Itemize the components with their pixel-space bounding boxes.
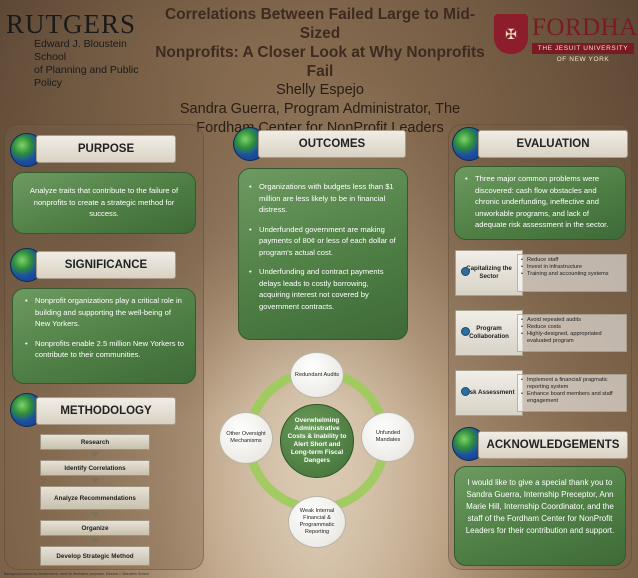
flow-step: Organize [40, 520, 150, 536]
poster-title-line-2: Nonprofits: A Closer Look at Why Nonprof… [155, 44, 485, 80]
cycle-node-right: Unfunded Mandates [361, 412, 415, 462]
title-block: Correlations Between Failed Large to Mid… [150, 5, 490, 138]
evaluation-item: Invest in infrastructure [521, 264, 623, 271]
evaluation-item: Enhance board members and staff engageme… [521, 391, 623, 405]
outcomes-bullet: Underfunded government are making paymen… [247, 224, 399, 259]
outcomes-box: Organizations with budgets less than $1 … [238, 168, 408, 340]
evaluation-row-items: Reduce staff Invest in infrastructure Tr… [517, 254, 627, 292]
rutgers-wordmark: RUTGERS [6, 9, 137, 39]
bullet-dot-icon [461, 387, 470, 396]
purpose-box: Analyze traits that contribute to the fa… [12, 172, 196, 234]
advisor-line-1: Sandra Guerra, Program Administrator, Th… [179, 101, 461, 117]
footer-note: Background photo by Shutterstock, used f… [4, 572, 149, 576]
fordham-wordmark: FORDHAM [532, 14, 638, 41]
evaluation-item: Avoid repeated audits [521, 317, 623, 324]
evaluation-item: Implement a financial/ pragmatic reporti… [521, 377, 623, 391]
evaluation-item: Highly-designed, appropriated evaluated … [521, 331, 623, 345]
author-name: Shelly Espejo [276, 82, 364, 98]
outcomes-bullet: Underfunding and contract payments delay… [247, 266, 399, 312]
evaluation-row-items: Avoid repeated audits Reduce costs Highl… [517, 314, 627, 352]
bullet-dot-icon [461, 327, 470, 336]
significance-box: Nonprofit organizations play a critical … [12, 288, 196, 384]
evaluation-text: Three major common problems were discove… [463, 173, 617, 231]
outcomes-heading: OUTCOMES [258, 130, 406, 158]
outcomes-bullet: Organizations with budgets less than $1 … [247, 181, 399, 216]
purpose-heading: PURPOSE [36, 135, 176, 163]
rutgers-school-line-1: Edward J. Bloustein School [34, 38, 127, 63]
poster-header: RUTGERS Edward J. Bloustein School of Pl… [0, 0, 638, 136]
significance-bullet: Nonprofit organizations play a critical … [23, 295, 185, 330]
down-arrow-icon [91, 478, 99, 484]
evaluation-item: Reduce costs [521, 324, 623, 331]
flow-step: Develop Strategic Method [40, 546, 150, 566]
evaluation-item: Training and accounting systems [521, 271, 623, 278]
rutgers-school-line-2: of Planning and Public Policy [34, 64, 139, 89]
methodology-heading: METHODOLOGY [36, 397, 176, 425]
evaluation-row-items: Implement a financial/ pragmatic reporti… [517, 374, 627, 412]
flow-step: Research [40, 434, 150, 450]
down-arrow-icon [91, 512, 99, 518]
evaluation-heading: EVALUATION [478, 130, 628, 158]
flow-step: Identify Correlations [40, 460, 150, 476]
acknowledgements-box: I would like to give a special thank you… [454, 466, 626, 566]
evaluation-row: Risk Assessment Implement a financial/ p… [455, 370, 627, 416]
evaluation-row: Capitalizing the Sector Reduce staff Inv… [455, 250, 627, 296]
evaluation-item: Reduce staff [521, 257, 623, 264]
acknowledgements-heading: ACKNOWLEDGEMENTS [478, 431, 628, 459]
down-arrow-icon [91, 452, 99, 458]
rutgers-logo: RUTGERS Edward J. Bloustein School of Pl… [6, 10, 156, 90]
cycle-node-top: Redundant Audits [290, 352, 344, 398]
flow-step: Analyze Recommendations [40, 486, 150, 510]
evaluation-row: Program Collaboration Avoid repeated aud… [455, 310, 627, 356]
significance-heading: SIGNIFICANCE [36, 251, 176, 279]
bullet-dot-icon [461, 267, 470, 276]
significance-bullet: Nonprofits enable 2.5 million New Yorker… [23, 338, 185, 361]
purpose-text: Analyze traits that contribute to the fa… [29, 186, 179, 218]
acknowledgements-text: I would like to give a special thank you… [465, 478, 615, 535]
cycle-node-bottom: Weak Internal Financial & Programmatic R… [288, 496, 346, 548]
poster-title-line-1: Correlations Between Failed Large to Mid… [164, 6, 476, 42]
evaluation-box: Three major common problems were discove… [454, 166, 626, 240]
fordham-tagline: THE JESUIT UNIVERSITY OF NEW YORK [532, 43, 634, 63]
fordham-seal-icon: ✠ [494, 14, 528, 54]
cycle-node-left: Other Oversight Mechanisms [219, 412, 273, 464]
evaluation-matrix: Capitalizing the Sector Reduce staff Inv… [455, 250, 627, 416]
down-arrow-icon [91, 538, 99, 544]
cycle-center-node: Overwhelming Administrative Costs & Inab… [280, 404, 354, 478]
